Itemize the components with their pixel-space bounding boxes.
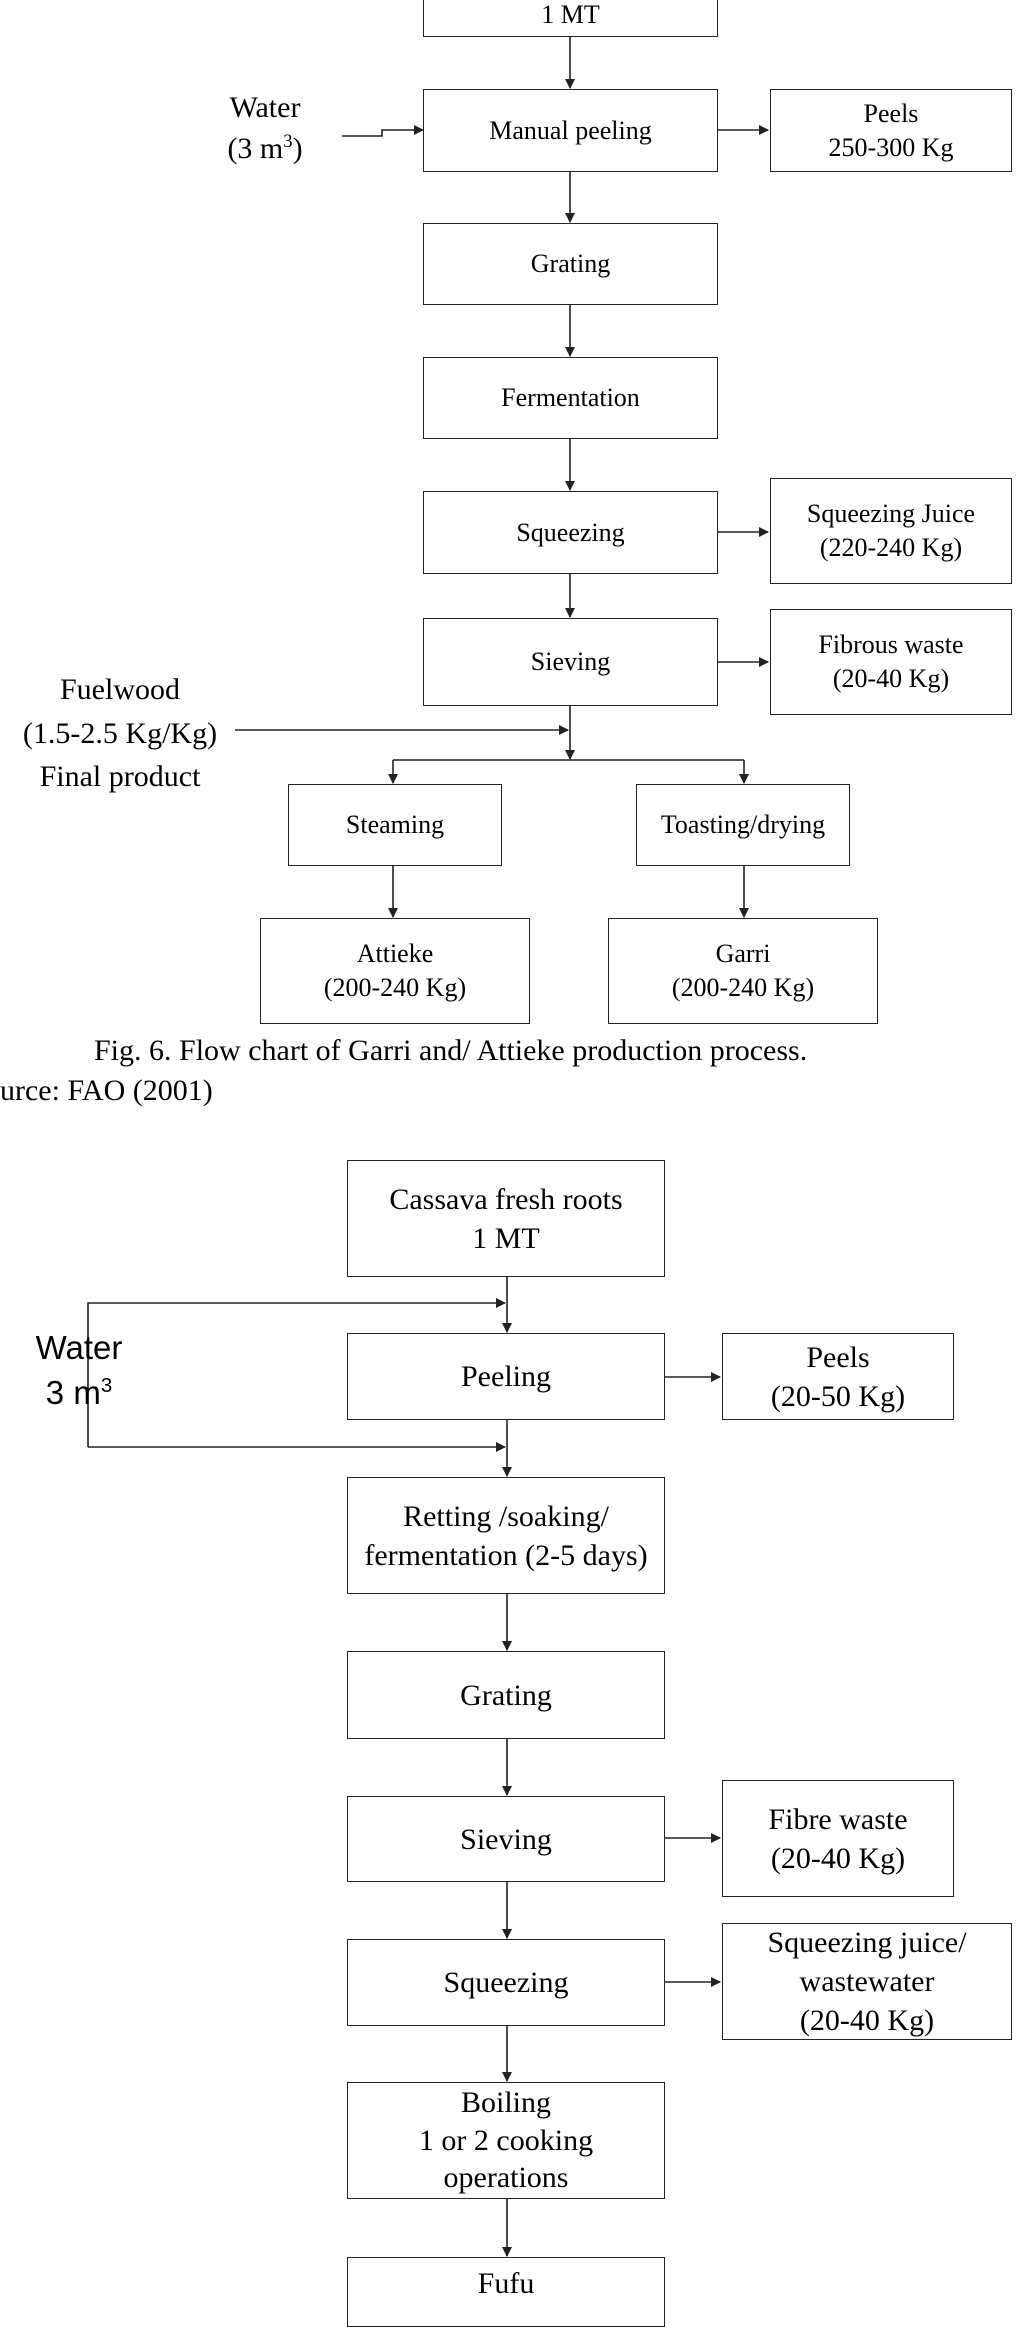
- box-label-line1: Retting /soaking/: [403, 1499, 609, 1533]
- box-label-line1: Squeezing Juice: [806, 499, 976, 529]
- box-label: Steaming: [345, 810, 445, 840]
- box-label-line2: (200-240 Kg): [671, 973, 815, 1002]
- box-label-line2: (20-40 Kg): [832, 664, 950, 693]
- box-label-line3: (20-40 Kg): [799, 2004, 935, 2037]
- box-grating-2: Grating: [347, 1651, 665, 1739]
- box-cassava-fresh-roots: Cassava fresh roots 1 MT: [347, 1160, 665, 1277]
- box-label-line2: (20-40 Kg): [770, 1841, 906, 1875]
- box-label-line2: (200-240 Kg): [323, 973, 467, 1002]
- box-label: Peeling: [461, 1360, 551, 1393]
- box-label-line1: Garri: [715, 939, 771, 969]
- water-label-line2: (3 m3): [200, 129, 330, 170]
- box-label-line3: operations: [443, 2161, 569, 2195]
- box-label-line2: 1 or 2 cooking: [418, 2123, 594, 2157]
- box-label: Sieving: [530, 647, 611, 677]
- water-sup: 3: [283, 130, 293, 152]
- box-toasting-drying: Toasting/drying: [636, 784, 850, 866]
- fuelwood-line2: (1.5-2.5 Kg/Kg): [22, 716, 218, 750]
- water-label-line1: Water: [229, 91, 301, 124]
- water-input-label: Water (3 m3): [200, 88, 330, 169]
- box-sieving: Sieving: [423, 618, 718, 706]
- box-squeezing-juice-output: Squeezing Juice (220-240 Kg): [770, 478, 1012, 584]
- box-label-line2: fermentation (2-5 days): [364, 1538, 648, 1572]
- box-label: Squeezing: [516, 517, 625, 547]
- box-attieke: Attieke (200-240 Kg): [260, 918, 530, 1024]
- water-label-line1: Water: [35, 1329, 123, 1366]
- box-squeezing-2: Squeezing: [347, 1939, 665, 2026]
- box-fermentation: Fermentation: [423, 357, 718, 439]
- box-label: Grating: [530, 249, 611, 279]
- box-label-line1: Fibrous waste: [818, 630, 964, 660]
- box-label-line2: (20-50 Kg): [770, 1379, 906, 1413]
- fuelwood-line1: Fuelwood: [60, 673, 180, 706]
- box-fibre-waste-output: Fibre waste (20-40 Kg): [722, 1780, 954, 1897]
- box-peels-output: Peels 250-300 Kg: [770, 89, 1012, 172]
- box-label: Toasting/drying: [660, 810, 826, 840]
- fuelwood-line3: Final product: [39, 760, 201, 793]
- box-label-line1: Cassava fresh roots: [389, 1182, 623, 1216]
- water-qty: (3 m: [227, 131, 284, 165]
- box-garri: Garri (200-240 Kg): [608, 918, 878, 1024]
- box-label-line2: (220-240 Kg): [819, 533, 963, 562]
- box-squeezing: Squeezing: [423, 491, 718, 574]
- box-label-line1: Peels: [806, 1340, 870, 1374]
- water-sup: 3: [100, 1373, 113, 1397]
- box-peels-output-2: Peels (20-50 Kg): [722, 1333, 954, 1420]
- box-label: 1 MT: [541, 0, 600, 30]
- water-qty: 3 m: [45, 1373, 101, 1411]
- box-boiling: Boiling 1 or 2 cooking operations: [347, 2082, 665, 2199]
- box-cassava-1mt-top: 1 MT: [423, 0, 718, 37]
- box-label-line2: 250-300 Kg: [828, 132, 954, 162]
- box-label-line2: wastewater: [799, 1965, 935, 1998]
- box-label: Fufu: [477, 2267, 535, 2300]
- box-label: Sieving: [460, 1822, 552, 1856]
- box-label-line1: Attieke: [356, 939, 434, 969]
- box-label: Squeezing: [443, 1966, 569, 1999]
- box-label-line1: Boiling: [460, 2086, 551, 2120]
- box-sieving-2: Sieving: [347, 1796, 665, 1882]
- box-retting-soaking-fermentation: Retting /soaking/ fermentation (2-5 days…: [347, 1477, 665, 1594]
- box-label: Fermentation: [501, 383, 640, 413]
- fuelwood-input-label: Fuelwood (1.5-2.5 Kg/Kg) Final product: [0, 668, 240, 799]
- box-label: Manual peeling: [489, 115, 652, 145]
- water-close: ): [292, 131, 303, 165]
- box-steaming: Steaming: [288, 784, 502, 866]
- box-fufu: Fufu: [347, 2257, 665, 2327]
- box-label-line2: 1 MT: [472, 1221, 540, 1255]
- box-manual-peeling: Manual peeling: [423, 89, 718, 172]
- water-label-line2: 3 m3: [14, 1371, 144, 1416]
- water-input-label-2: Water 3 m3: [14, 1326, 144, 1415]
- box-peeling: Peeling: [347, 1333, 665, 1420]
- figure-caption: Fig. 6. Flow chart of Garri and/ Attieke…: [94, 1034, 808, 1067]
- figure-source: urce: FAO (2001): [0, 1074, 213, 1107]
- arrow-water-top-to-peeling: [87, 1298, 506, 1308]
- box-squeezing-juice-wastewater: Squeezing juice/ wastewater (20-40 Kg): [722, 1923, 1012, 2040]
- box-grating: Grating: [423, 223, 718, 305]
- box-label: Grating: [460, 1678, 552, 1712]
- box-fibrous-waste-output: Fibrous waste (20-40 Kg): [770, 609, 1012, 715]
- box-label-line1: Squeezing juice/: [767, 1926, 967, 1959]
- box-label-line1: Fibre waste: [768, 1802, 908, 1836]
- arrow-water-to-manual-peeling: [342, 125, 424, 137]
- box-label-line1: Peels: [863, 98, 919, 128]
